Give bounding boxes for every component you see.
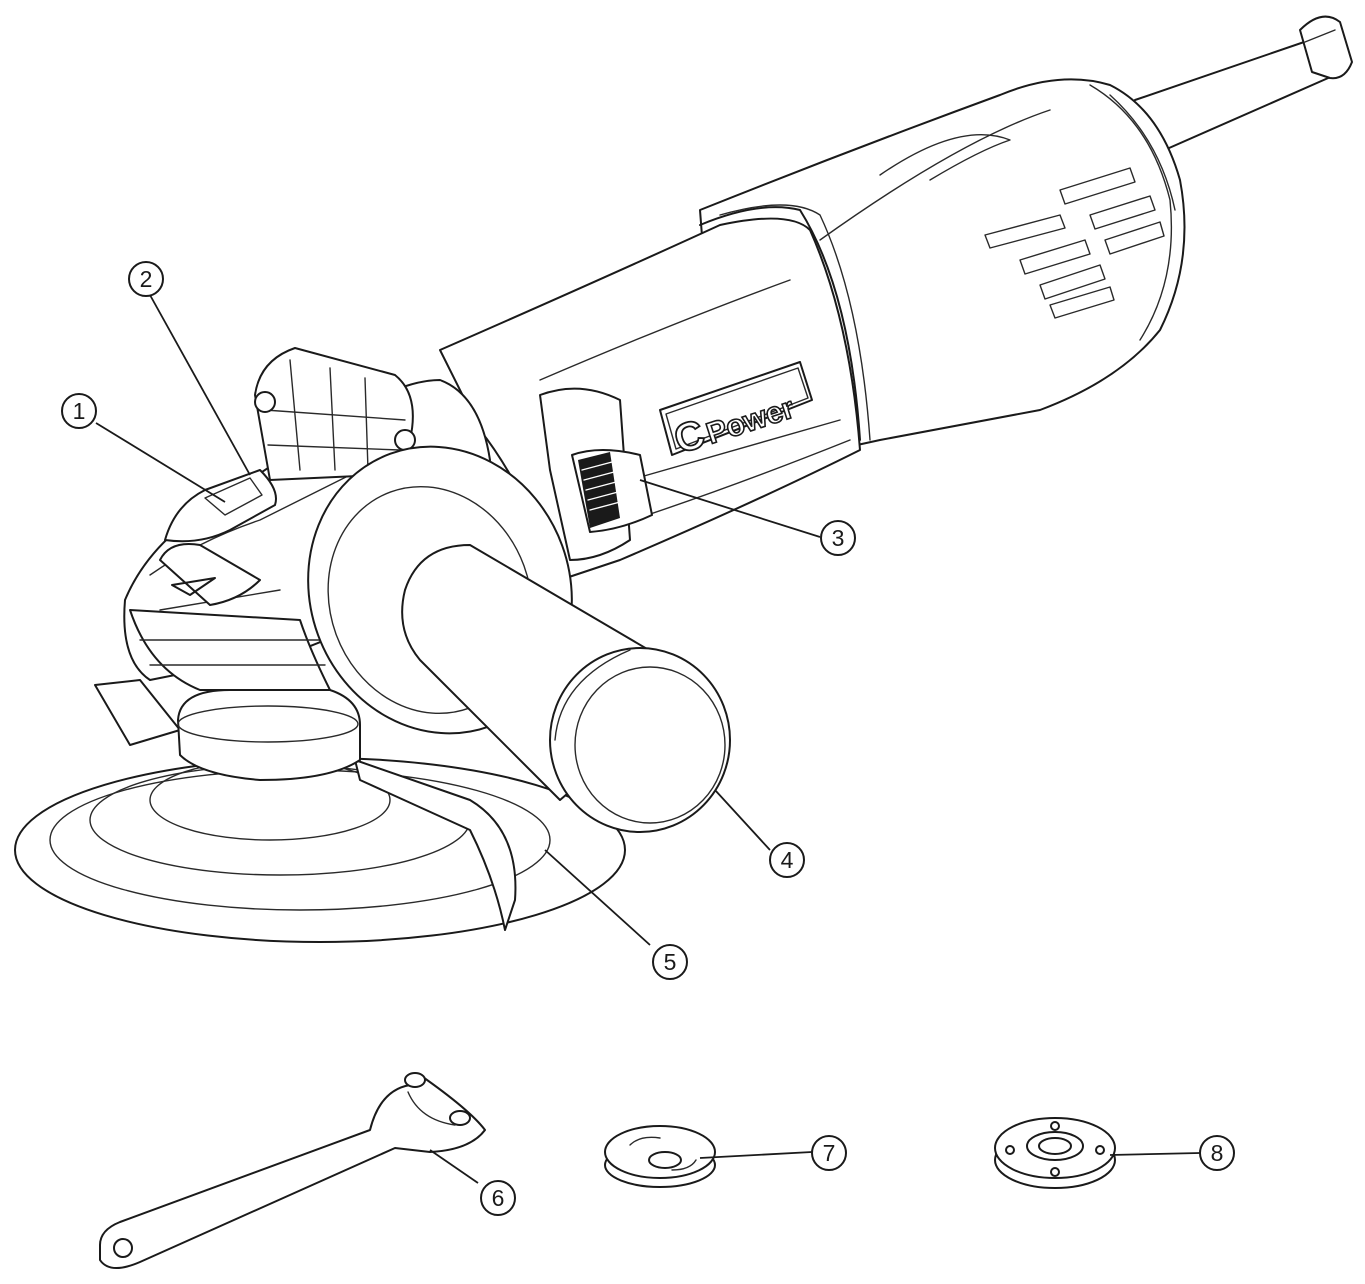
callout-5: 5: [652, 944, 688, 980]
wheel-guard: [14, 679, 626, 943]
callout-label: 7: [823, 1140, 836, 1166]
callout-label: 2: [140, 266, 153, 292]
callout-7: 7: [811, 1135, 847, 1171]
callout-label: 6: [492, 1185, 505, 1211]
callout-4: 4: [769, 842, 805, 878]
callout-label: 5: [664, 949, 677, 975]
callout-3: 3: [820, 520, 856, 556]
air-vents: [984, 167, 1165, 319]
on-off-switch: [571, 449, 653, 533]
pin-spanner: [99, 1072, 486, 1269]
outer-flange: [994, 1117, 1116, 1189]
callout-8: 8: [1199, 1135, 1235, 1171]
head-vent-cage: [254, 347, 416, 481]
callout-2: 2: [128, 261, 164, 297]
spindle-lock-button: [164, 469, 277, 543]
callout-6: 6: [480, 1180, 516, 1216]
leader-lines: [95, 294, 1201, 1184]
callout-label: 8: [1211, 1140, 1224, 1166]
power-cord: [1134, 15, 1353, 153]
callout-1: 1: [61, 393, 97, 429]
inner-flange: [604, 1125, 716, 1188]
auxiliary-handle: [401, 544, 731, 833]
spindle-collar: [177, 689, 361, 781]
callout-label: 4: [781, 847, 794, 873]
callout-label: 1: [73, 398, 86, 424]
callout-label: 3: [832, 525, 845, 551]
